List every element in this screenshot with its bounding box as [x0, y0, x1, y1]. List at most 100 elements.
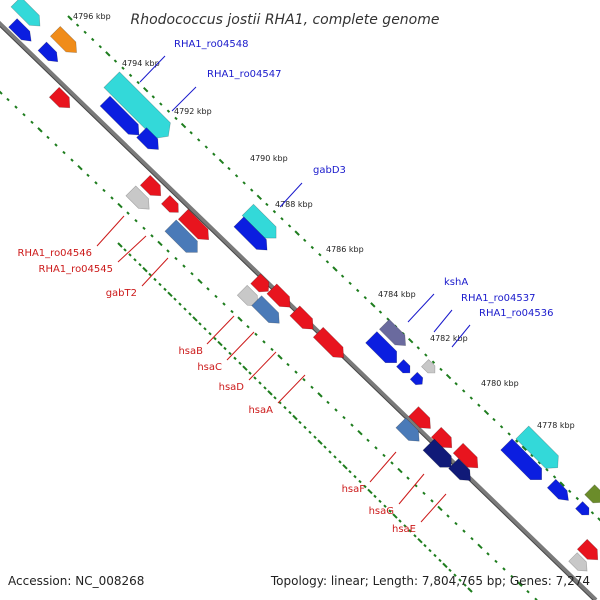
tick-mark-upper	[477, 403, 481, 407]
tick-mark-lower-outer	[208, 332, 212, 336]
tick-mark-lower-outer	[163, 287, 167, 292]
gene-arrow-red[interactable]	[452, 442, 479, 469]
gene-arrow-hsaG[interactable]	[422, 438, 452, 468]
tick-mark-lower-outer	[433, 553, 437, 558]
gene-arrow-ro04536[interactable]	[409, 371, 424, 386]
gene-label-reverse[interactable]: hsaA	[248, 405, 273, 416]
tick-mark-lower	[237, 316, 243, 322]
gene-arrow-hsaA[interactable]	[312, 326, 345, 359]
gene-arrow-kshA[interactable]	[378, 318, 406, 346]
gene-arrow-blue[interactable]	[546, 478, 569, 501]
gene-label-reverse[interactable]: gabT2	[106, 288, 137, 299]
gene-arrow-red[interactable]	[266, 283, 291, 308]
gene-arrow-blue[interactable]	[500, 438, 543, 481]
gene-arrow-hsaD[interactable]	[289, 305, 314, 330]
tick-mark-lower	[406, 476, 410, 480]
tick-mark-lower	[317, 392, 323, 398]
tick-mark-lower-outer	[153, 277, 157, 282]
gene-arrow-blue[interactable]	[233, 216, 268, 251]
gene-arrow-orange[interactable]	[49, 25, 77, 53]
gene-arrow-steel[interactable]	[164, 219, 198, 253]
gene-arrow-ro04547[interactable]	[103, 71, 171, 139]
tick-mark-upper	[507, 432, 511, 436]
tick-mark-lower	[326, 400, 330, 405]
gene-arrow-red[interactable]	[48, 86, 71, 109]
gene-arrow-red[interactable]	[408, 406, 431, 429]
tick-mark-upper	[537, 460, 542, 465]
tick-mark-upper	[386, 317, 390, 321]
gene-arrow-gabD3[interactable]	[241, 203, 277, 239]
gene-label-forward[interactable]: kshA	[444, 277, 468, 288]
gene-arrow-blue[interactable]	[365, 331, 398, 364]
gene-arrow-ro04537[interactable]	[396, 359, 411, 374]
gene-arrow-blue[interactable]	[37, 41, 59, 63]
tick-mark-upper	[212, 152, 216, 156]
tick-mark-upper	[568, 489, 572, 494]
gene-label-reverse[interactable]: hsaC	[197, 362, 222, 373]
tick-mark-lower	[206, 287, 210, 291]
tick-mark-lower	[510, 574, 514, 579]
gene-arrow-cyan[interactable]	[10, 0, 41, 27]
gene-features	[8, 0, 600, 572]
kbp-label: 4782 kbp	[430, 334, 468, 343]
gene-arrow-blue[interactable]	[8, 18, 32, 42]
tick-mark-lower	[157, 240, 163, 247]
tick-mark-lower-outer	[263, 386, 267, 390]
gene-arrow-hsaE[interactable]	[448, 458, 471, 481]
kbp-label: 4792 kbp	[174, 107, 212, 116]
gene-label-reverse[interactable]: hsaD	[219, 382, 245, 393]
tick-mark-lower	[437, 505, 443, 512]
gene-label-forward[interactable]: RHA1_ro04548	[174, 39, 249, 50]
tick-mark-lower	[182, 264, 186, 268]
gene-label-forward[interactable]: RHA1_ro04536	[479, 308, 554, 319]
tick-mark-upper	[294, 230, 300, 236]
tick-mark-lower	[214, 294, 218, 299]
gene-arrow-blue[interactable]	[575, 501, 590, 516]
kbp-label: 4778 kbp	[537, 421, 575, 430]
gene-arrow-red[interactable]	[576, 538, 599, 561]
gene-label-forward[interactable]: gabD3	[313, 165, 346, 176]
tick-mark-lower	[174, 256, 178, 261]
gene-arrow-red[interactable]	[250, 273, 270, 293]
gene-label-reverse[interactable]: hsaF	[342, 484, 366, 495]
tick-mark-lower-outer	[313, 435, 317, 439]
gene-label-reverse[interactable]: hsaE	[392, 524, 416, 535]
gene-arrow-red[interactable]	[139, 174, 162, 197]
gene-arrow-red[interactable]	[430, 426, 453, 449]
tick-mark-lower-outer	[203, 327, 207, 331]
kbp-label: 4790 kbp	[250, 154, 288, 163]
gene-arrow-blue[interactable]	[99, 95, 140, 136]
gene-label-reverse[interactable]: hsaB	[178, 346, 203, 357]
tick-mark-upper	[559, 481, 565, 487]
tick-mark-upper	[256, 194, 262, 200]
gene-label-reverse[interactable]: hsaG	[369, 506, 394, 517]
tick-mark-lower-outer	[463, 583, 467, 587]
gene-arrow-cyan[interactable]	[515, 425, 559, 469]
tick-mark-upper	[521, 445, 527, 451]
gene-arrow-grey[interactable]	[125, 185, 150, 210]
gene-label-reverse[interactable]: RHA1_ro04545	[39, 264, 114, 275]
gene-arrow-grey[interactable]	[421, 359, 436, 374]
gene-arrow-hsaF[interactable]	[395, 417, 420, 442]
label-leader-reverse	[277, 374, 306, 404]
gene-label-forward[interactable]: RHA1_ro04537	[461, 293, 536, 304]
tick-mark-upper	[174, 116, 178, 121]
gene-arrow-blue[interactable]	[136, 127, 159, 150]
gene-label-reverse[interactable]: RHA1_ro04546	[18, 248, 93, 259]
tick-mark-lower-outer	[308, 430, 312, 434]
kbp-label: 4788 kbp	[275, 200, 313, 209]
label-leader-forward	[433, 309, 453, 333]
label-leader-forward	[171, 86, 197, 112]
gene-arrow-red[interactable]	[160, 194, 179, 213]
tick-mark-lower-outer	[288, 410, 292, 415]
gene-arrow-hsaC[interactable]	[251, 295, 280, 324]
gene-arrow-grey[interactable]	[568, 552, 588, 572]
gene-label-forward[interactable]: RHA1_ro04547	[207, 69, 282, 80]
tick-mark-lower-outer	[292, 414, 298, 421]
gene-arrow-olive[interactable]	[584, 484, 600, 504]
tick-mark-lower	[350, 423, 354, 427]
tick-mark-lower-outer	[298, 420, 302, 425]
tick-mark-lower	[270, 347, 274, 352]
gene-arrow-red[interactable]	[177, 208, 210, 241]
